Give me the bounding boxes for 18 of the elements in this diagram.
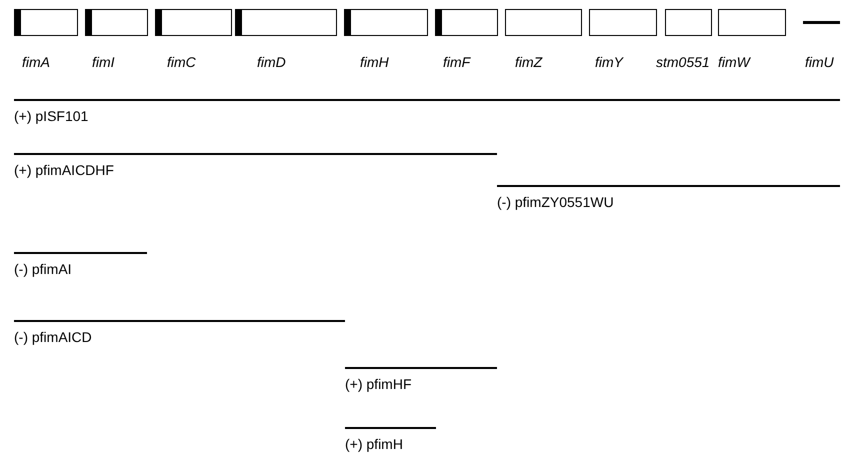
gene-label: fimZ xyxy=(515,54,542,70)
gene-label: fimY xyxy=(595,54,623,70)
plasmid-label: (-) pfimAI xyxy=(14,261,72,277)
gene-label: fimU xyxy=(805,54,834,70)
plasmid-label: (+) pISF101 xyxy=(14,108,88,124)
gene-label: fimD xyxy=(257,54,286,70)
gene-label: fimW xyxy=(718,54,750,70)
plasmid-label: (-) pfimAICD xyxy=(14,329,92,345)
plasmid-label: (-) pfimZY0551WU xyxy=(497,194,614,210)
gene-label: fimA xyxy=(22,54,50,70)
plasmid-label: (+) pfimAICDHF xyxy=(14,162,114,178)
gene-label: fimI xyxy=(92,54,115,70)
gene-label: fimF xyxy=(443,54,470,70)
plasmid-label: (+) pfimH xyxy=(345,436,403,452)
gene-label: fimH xyxy=(360,54,389,70)
gene-label: fimC xyxy=(167,54,196,70)
plasmid-label: (+) pfimHF xyxy=(345,376,412,392)
gene-label: stm0551 xyxy=(656,54,710,70)
